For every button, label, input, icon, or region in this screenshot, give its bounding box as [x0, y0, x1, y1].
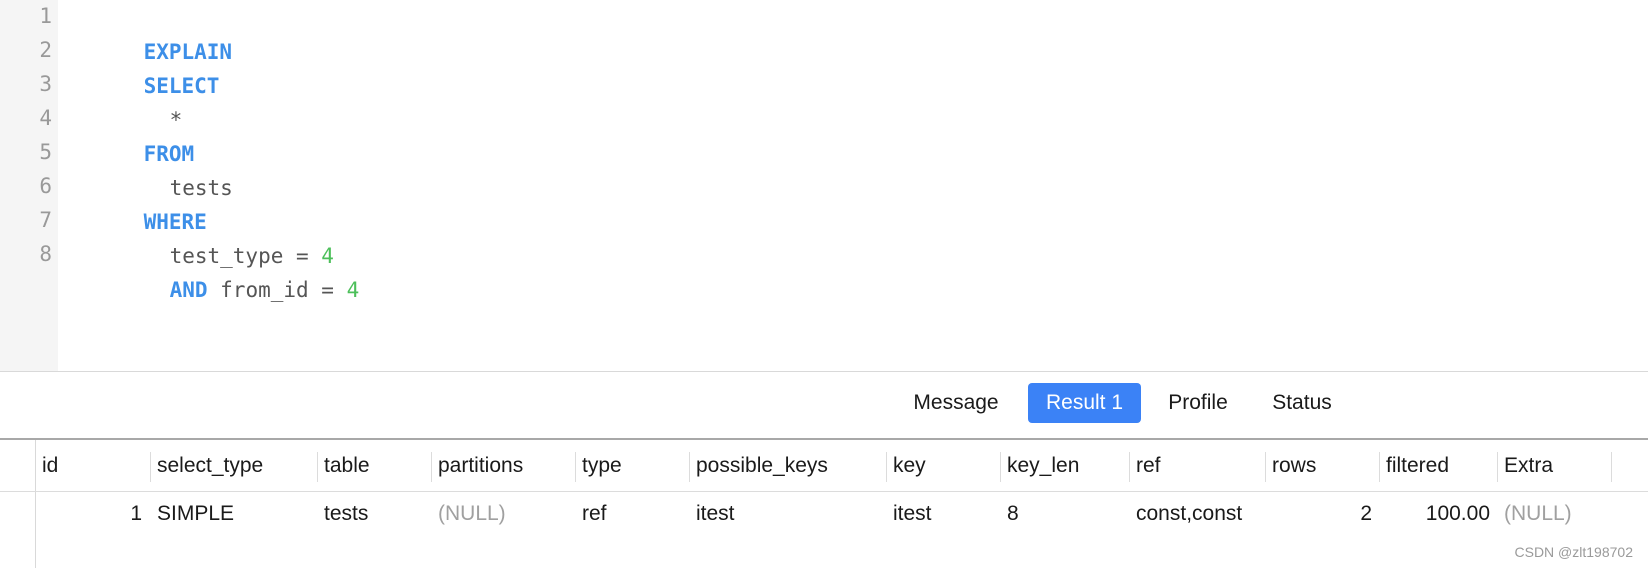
column-resize-handle[interactable]: [150, 452, 151, 482]
sql-keyword: AND: [169, 278, 208, 302]
grid-header-row: id select_type table partitions type pos…: [0, 440, 1648, 492]
line-number: 5: [39, 140, 52, 164]
tabs-divider: [0, 438, 1648, 440]
row-gutter-line: [35, 440, 36, 568]
cell-extra[interactable]: (NULL): [1504, 502, 1572, 525]
result-grid[interactable]: id select_type table partitions type pos…: [0, 440, 1648, 568]
line-number: 8: [39, 242, 52, 266]
line-number: 7: [39, 208, 52, 232]
column-resize-handle[interactable]: [575, 452, 576, 482]
table-row[interactable]: 1 SIMPLE tests (NULL) ref itest itest 8 …: [0, 492, 1648, 536]
line-number: 3: [39, 72, 52, 96]
cell-select-type[interactable]: SIMPLE: [157, 502, 235, 525]
tab-message[interactable]: Message: [913, 391, 999, 414]
column-resize-handle[interactable]: [431, 452, 432, 482]
column-resize-handle[interactable]: [1497, 452, 1498, 482]
column-resize-handle[interactable]: [689, 452, 690, 482]
tab-profile[interactable]: Profile: [1168, 391, 1228, 414]
sql-keyword: EXPLAIN: [143, 40, 233, 64]
sql-keyword: WHERE: [143, 210, 207, 234]
column-resize-handle[interactable]: [1129, 452, 1130, 482]
sql-text: test_type =: [169, 244, 322, 268]
line-number: 2: [39, 38, 52, 62]
column-header-type[interactable]: type: [582, 454, 622, 477]
code-line-4: FROM: [93, 100, 195, 208]
column-header-partitions[interactable]: partitions: [438, 454, 524, 477]
editor-divider[interactable]: [0, 371, 1648, 372]
column-header-key-len[interactable]: key_len: [1007, 454, 1080, 477]
sql-text: *: [169, 108, 183, 132]
column-header-extra[interactable]: Extra: [1504, 454, 1554, 477]
code-line-3: *: [93, 66, 183, 174]
cell-rows[interactable]: 2: [1360, 502, 1372, 525]
code-line-7: test_type = 4: [93, 202, 334, 310]
column-resize-handle[interactable]: [317, 452, 318, 482]
sql-text: from_id =: [207, 278, 347, 302]
tab-result-1[interactable]: Result 1: [1028, 383, 1141, 423]
code-line-8: AND from_id = 4: [93, 236, 360, 344]
sql-number: 4: [321, 244, 334, 268]
header-divider: [0, 491, 1648, 492]
watermark: CSDN @zlt198702: [1514, 544, 1634, 560]
line-number: 4: [39, 106, 52, 130]
cell-partitions[interactable]: (NULL): [438, 502, 506, 525]
column-resize-handle[interactable]: [1265, 452, 1266, 482]
line-number: 1: [39, 4, 52, 28]
result-tabs: Message Result 1 Profile Status: [0, 383, 1648, 423]
sql-keyword: SELECT: [143, 74, 220, 98]
line-number-gutter: 1 2 3 4 5 6 7 8: [0, 0, 58, 371]
sql-number: 4: [346, 278, 360, 302]
sql-keyword: FROM: [143, 142, 195, 166]
column-header-id[interactable]: id: [42, 454, 59, 477]
cell-ref[interactable]: const,const: [1136, 502, 1243, 525]
column-header-select-type[interactable]: select_type: [157, 454, 264, 477]
sql-text: tests: [169, 176, 233, 200]
column-header-key[interactable]: key: [893, 454, 926, 477]
code-line-1: EXPLAIN: [93, 0, 233, 106]
cell-key-len[interactable]: 8: [1007, 502, 1019, 525]
column-resize-handle[interactable]: [886, 452, 887, 482]
code-line-5: tests: [93, 134, 233, 242]
cell-table[interactable]: tests: [324, 502, 369, 525]
column-header-ref[interactable]: ref: [1136, 454, 1161, 477]
code-line-2: SELECT: [93, 32, 220, 140]
column-header-table[interactable]: table: [324, 454, 370, 477]
column-header-possible-keys[interactable]: possible_keys: [696, 454, 828, 477]
code-line-6: WHERE: [93, 168, 207, 276]
column-header-rows[interactable]: rows: [1272, 454, 1317, 477]
line-number: 6: [39, 174, 52, 198]
cell-id[interactable]: 1: [130, 502, 142, 525]
column-resize-handle[interactable]: [1379, 452, 1380, 482]
cell-type[interactable]: ref: [582, 502, 607, 525]
cell-filtered[interactable]: 100.00: [1425, 502, 1490, 525]
column-resize-handle[interactable]: [1000, 452, 1001, 482]
column-resize-handle[interactable]: [1611, 452, 1612, 482]
cell-possible-keys[interactable]: itest: [696, 502, 735, 525]
cell-key[interactable]: itest: [893, 502, 932, 525]
tab-status[interactable]: Status: [1272, 391, 1332, 414]
sql-editor[interactable]: 1 2 3 4 5 6 7 8 EXPLAIN SELECT * FROM te…: [0, 0, 1648, 371]
column-header-filtered[interactable]: filtered: [1386, 454, 1450, 477]
